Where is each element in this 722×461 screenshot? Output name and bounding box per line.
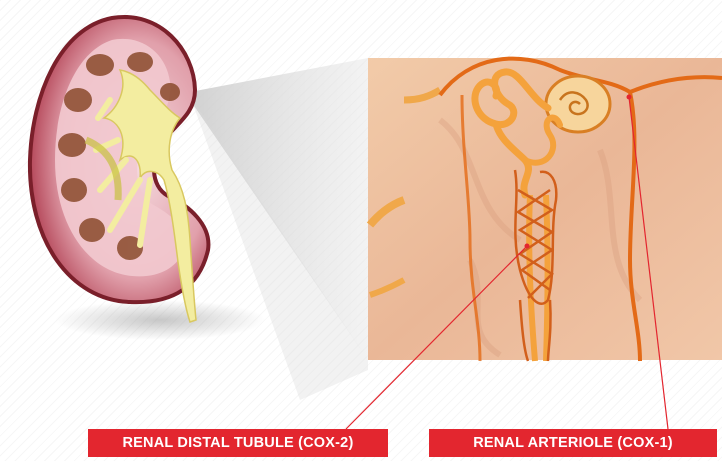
leader-dot-arteriole bbox=[627, 95, 632, 100]
kidney-shadow bbox=[55, 300, 265, 340]
leader-dot-distal bbox=[525, 244, 530, 249]
distal-tubule-label: RENAL DISTAL TUBULE (COX-2) bbox=[88, 429, 388, 457]
nephron-illustration bbox=[368, 45, 722, 361]
kidney-illustration bbox=[30, 17, 209, 322]
arteriole-label: RENAL ARTERIOLE (COX-1) bbox=[429, 429, 717, 457]
